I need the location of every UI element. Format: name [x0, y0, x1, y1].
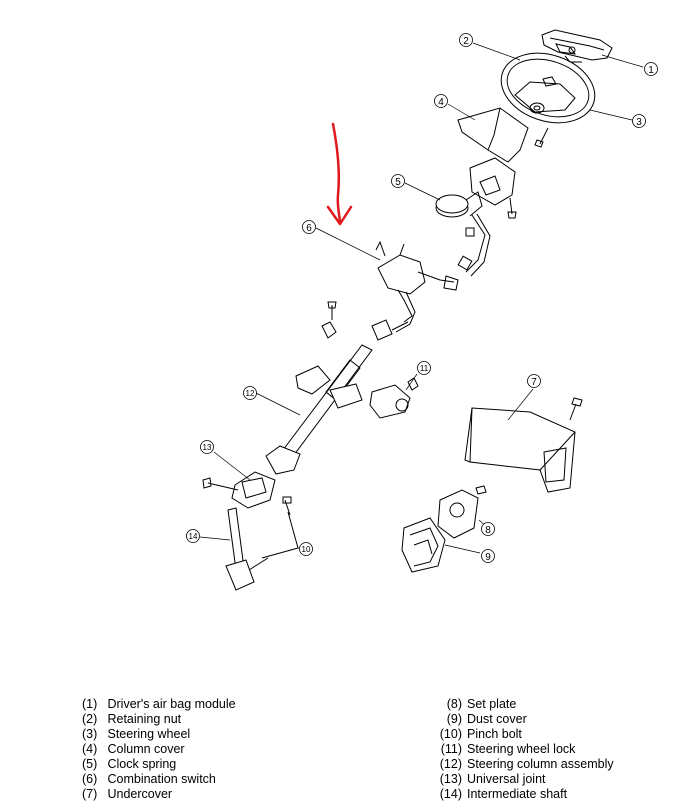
callout-5: 5: [395, 177, 401, 188]
legend-item: (13)Universal joint: [439, 772, 546, 786]
legend-item: (4) Column cover: [82, 742, 185, 756]
callout-8: 8: [485, 525, 491, 536]
callout-1: 1: [648, 65, 654, 76]
callout-9: 9: [485, 552, 491, 563]
legend-left-column: (1) Driver's air bag module (2) Retainin…: [82, 697, 236, 802]
dust-cover: [401, 517, 446, 573]
legend-right-column: (8)Set plate (9)Dust cover (10)Pinch bol…: [434, 697, 614, 802]
callout-14: 14: [189, 532, 198, 541]
pinch-bolts: [261, 496, 299, 559]
set-plate: [437, 485, 487, 539]
legend-item: (9)Dust cover: [446, 712, 527, 726]
column-cover: [457, 107, 529, 219]
callout-2: 2: [463, 36, 469, 47]
legend-item: (14)Intermediate shaft: [439, 787, 568, 801]
callout-7: 7: [531, 377, 537, 388]
air-bag-module: [541, 29, 613, 63]
red-annotation-arrow: [326, 122, 353, 226]
legend-item: (8)Set plate: [446, 697, 517, 711]
legend-item: (3) Steering wheel: [82, 727, 191, 741]
legend-item: (1) Driver's air bag module: [82, 697, 236, 711]
legend-item: (5) Clock spring: [82, 757, 177, 771]
legend-item: (2) Retaining nut: [82, 712, 182, 726]
undercover: [464, 397, 583, 493]
leader-lines: [199, 42, 644, 554]
steering-wheel: [500, 52, 596, 148]
callout-13: 13: [203, 443, 212, 452]
legend-item: (6) Combination switch: [82, 772, 216, 786]
steering-wheel-lock: [369, 377, 419, 419]
legend-item: (10)Pinch bolt: [439, 727, 522, 741]
callout-12: 12: [246, 389, 255, 398]
combination-switch: [371, 240, 459, 341]
universal-joint: [202, 471, 276, 509]
callout-6: 6: [306, 223, 312, 234]
steering-column-assembly: [265, 301, 373, 475]
callout-11: 11: [420, 364, 429, 373]
legend-item: (11)Steering wheel lock: [440, 742, 576, 756]
legend-item: (7) Undercover: [82, 787, 173, 801]
exploded-steering-diagram: 2 1 3 4 5 6 7 8 9 10 11 12 13 14: [186, 29, 658, 591]
callout-circles: [186, 33, 658, 563]
callout-10: 10: [302, 545, 311, 554]
clock-spring: [435, 191, 491, 277]
legend-item: (12)Steering column assembly: [439, 757, 614, 771]
intermediate-shaft: [225, 507, 269, 591]
callout-3: 3: [636, 117, 642, 128]
callout-4: 4: [438, 97, 444, 108]
